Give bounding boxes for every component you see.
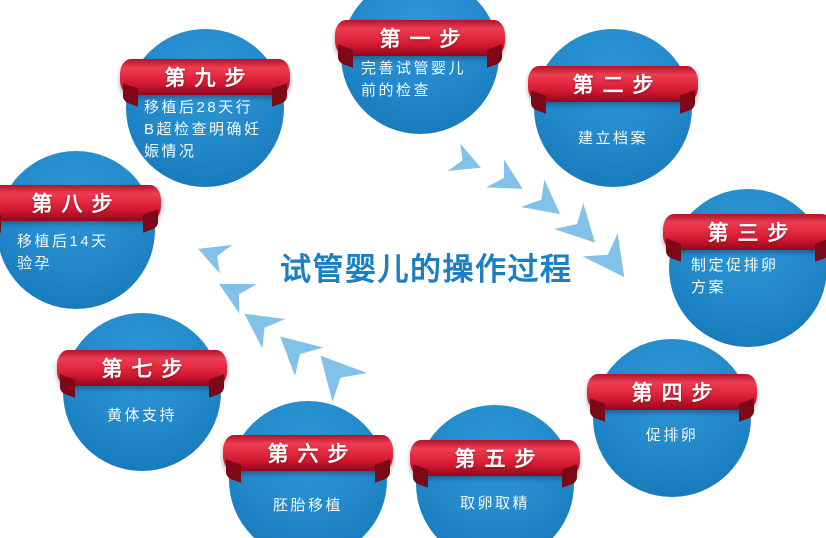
flow-arrow-icon [304, 341, 368, 405]
step-circle [0, 151, 155, 309]
flow-arrow-icon [234, 299, 286, 350]
step-circle [593, 339, 751, 497]
step-description: 促排卵 [645, 427, 699, 444]
step-node-9: 第九步 移植后28天行B超检查明确妊娠情况 [120, 29, 290, 187]
step-ribbon-banner: 第二步 [528, 66, 698, 102]
step-node-7: 第七步 黄体支持 [57, 313, 227, 471]
flow-arrow-icon [211, 269, 257, 314]
flow-arrow-icon [553, 201, 609, 256]
step-ribbon-banner: 第五步 [410, 440, 580, 476]
step-description: 移植后14天验孕 [17, 233, 109, 272]
step-node-1: 第一步 完善试管婴儿前的检查 [335, 0, 505, 134]
step-description: 黄体支持 [106, 407, 177, 424]
step-node-3: 第三步 制定促排卵方案 [663, 189, 826, 347]
step-circle [126, 29, 284, 187]
step-ribbon-banner: 第一步 [335, 20, 505, 56]
step-ribbon-banner: 第三步 [663, 214, 826, 250]
step-description: 完善试管婴儿前的检查 [361, 60, 467, 99]
step-ribbon-banner: 第六步 [223, 435, 393, 471]
step-description: 移植后28天行B超检查明确妊娠情况 [144, 99, 262, 160]
step-node-4: 第四步 促排卵 [587, 339, 757, 497]
flow-arrow-icon [193, 235, 233, 274]
step-node-8: 第八步 移植后14天验孕 [0, 151, 161, 309]
flow-arrow-icon [267, 322, 324, 378]
flow-arrow-icon [447, 143, 486, 181]
step-ribbon-banner: 第四步 [587, 374, 757, 410]
step-description: 胚胎移植 [272, 497, 343, 514]
step-ribbon-banner: 第九步 [120, 59, 290, 95]
diagram-title: 试管婴儿的操作过程 [280, 252, 573, 287]
step-circle [63, 313, 221, 471]
step-node-5: 第五步 取卵取精 [410, 405, 580, 538]
flow-arrow-icon [520, 178, 571, 228]
step-node-6: 第六步 胚胎移植 [223, 401, 393, 538]
step-ribbon-banner: 第七步 [57, 350, 227, 386]
step-description: 取卵取精 [459, 495, 530, 512]
step-node-2: 第二步 建立档案 [528, 29, 698, 187]
step-description: 建立档案 [577, 130, 648, 147]
step-ribbon-banner: 第八步 [0, 185, 161, 221]
step-circle [534, 29, 692, 187]
flow-arrow-icon [582, 231, 642, 290]
step-description: 制定促排卵方案 [691, 257, 779, 296]
flow-arrow-icon [486, 158, 531, 203]
